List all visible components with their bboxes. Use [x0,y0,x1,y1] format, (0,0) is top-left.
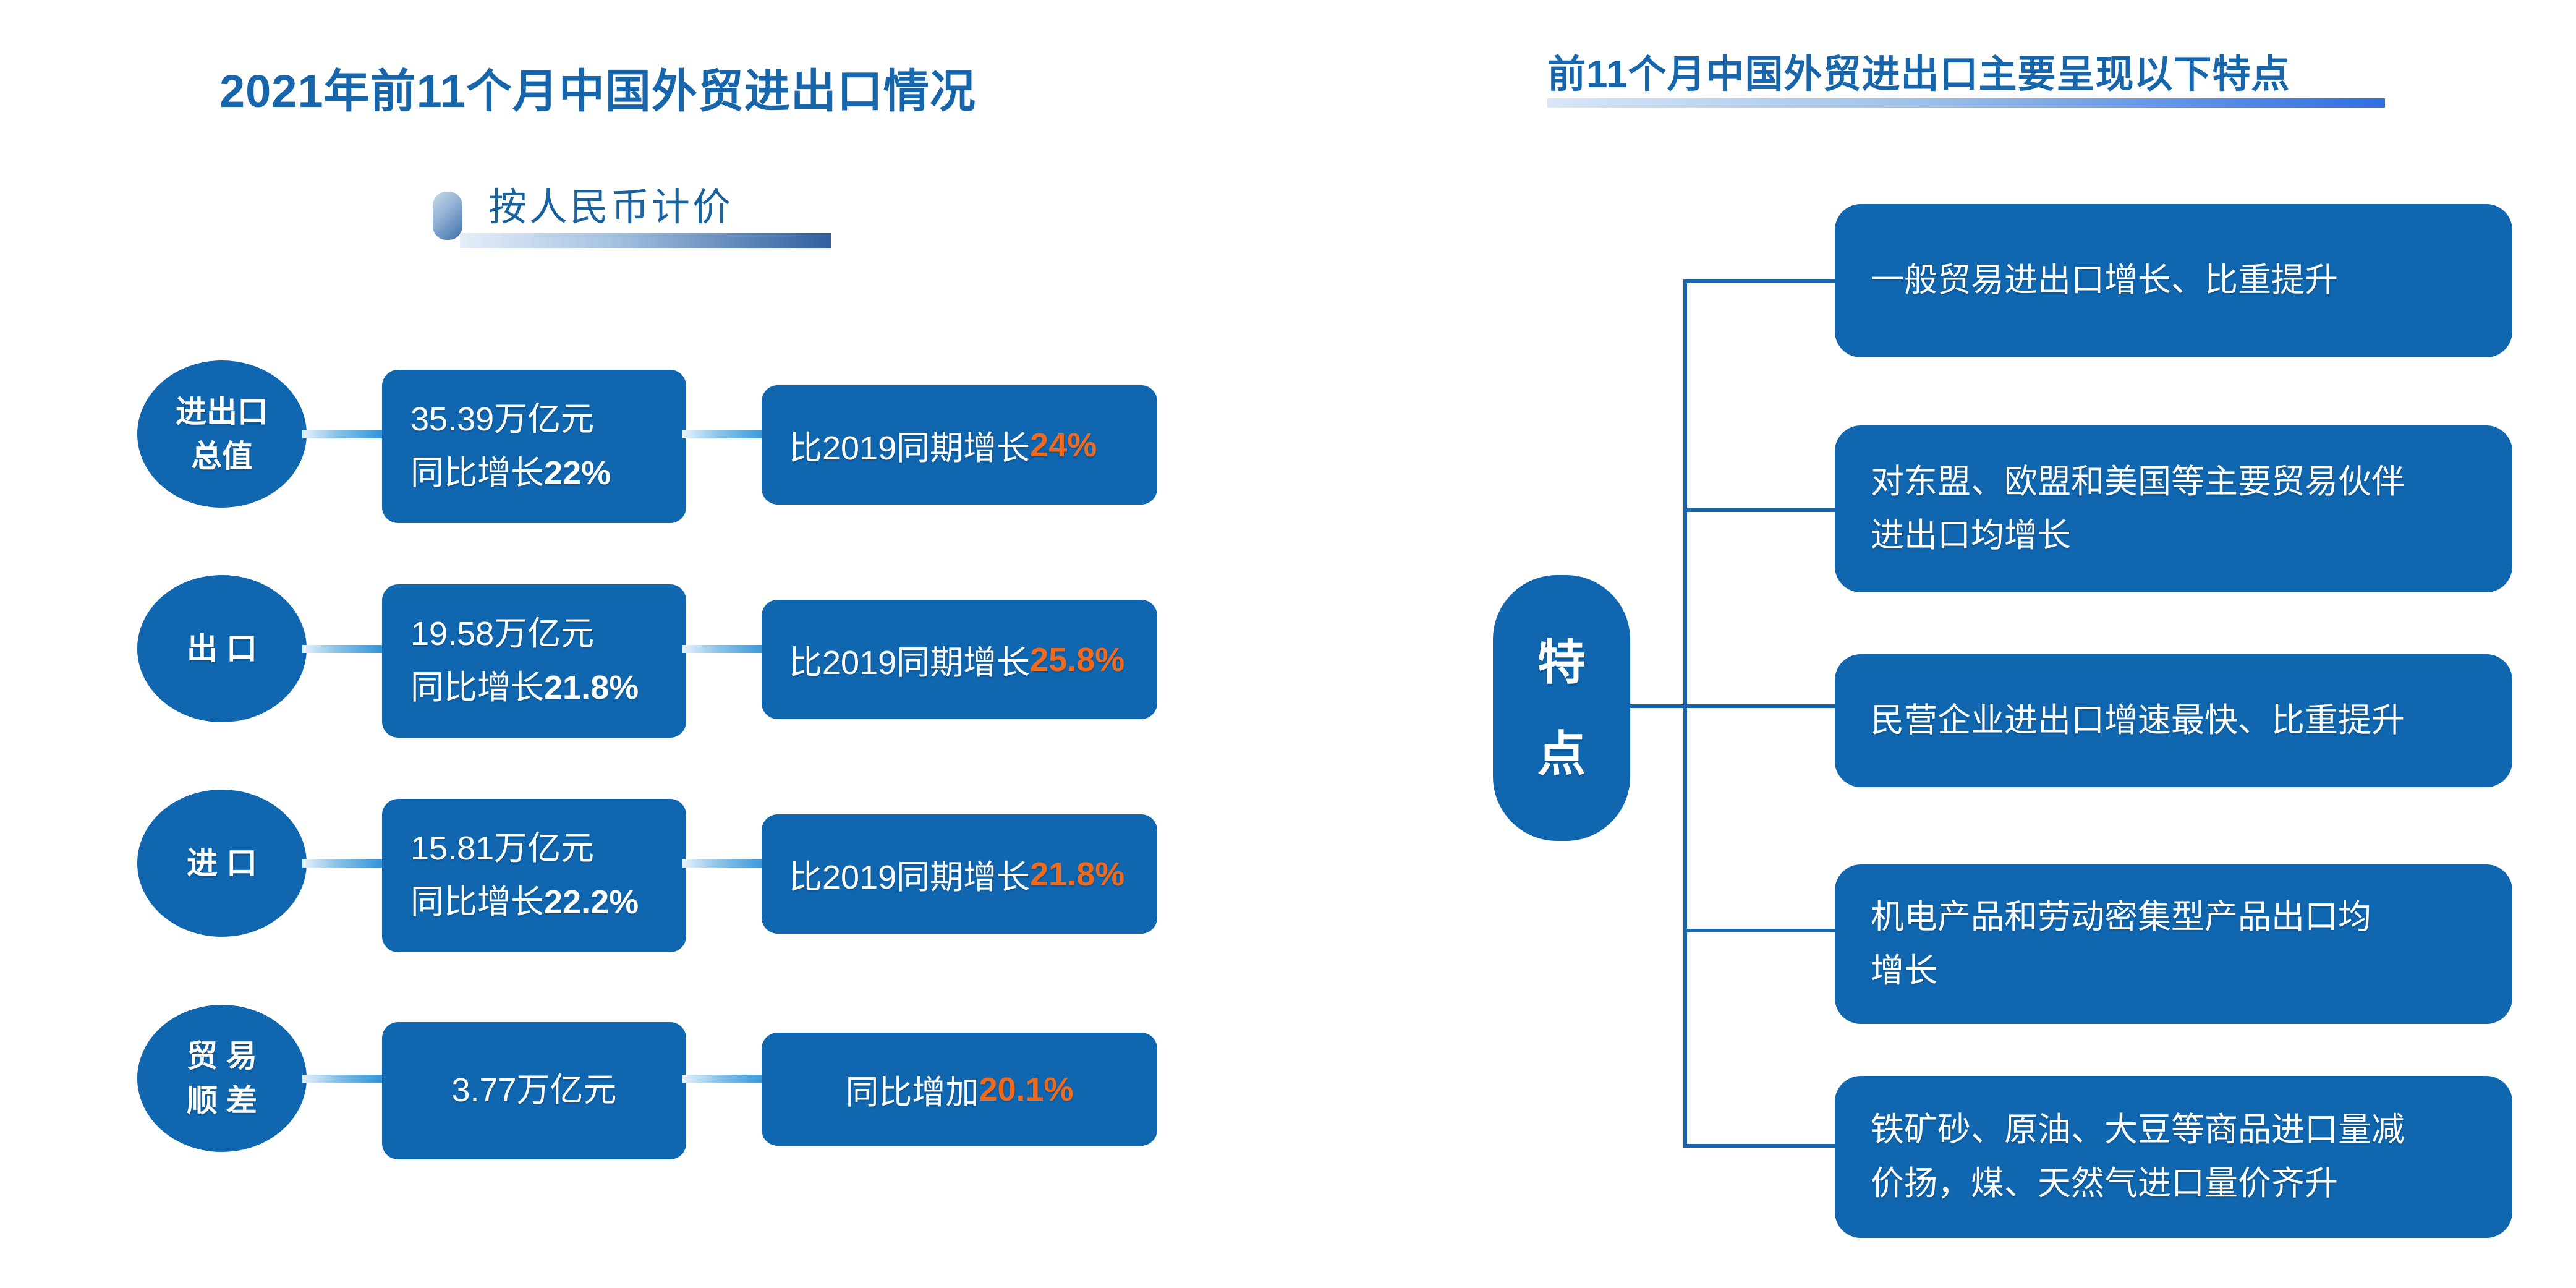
row-value-card: 19.58万亿元 同比增长21.8% [382,584,686,738]
row-connector-line [682,430,773,438]
feature-item: 机电产品和劳动密集型产品出口均 增长 [1835,864,2512,1024]
row-value-card: 15.81万亿元 同比增长22.2% [382,799,686,952]
row-growth-label: 同比增长 [410,454,544,492]
hub-label-line: 特 [1537,634,1586,689]
hub-label-line: 点 [1537,727,1586,781]
row-value-amount: 15.81万亿元 [410,829,595,867]
row-connector-line [302,430,386,438]
feature-item-line: 对东盟、欧盟和美国等主要贸易伙伴 [1871,463,2405,500]
feature-item-line: 进出口均增长 [1871,517,2071,554]
row-category-line: 进出口 [176,394,268,429]
feature-item: 民营企业进出口增速最快、比重提升 [1835,654,2512,787]
row-compare-label: 比2019同期增长 [789,859,1031,896]
feature-item-line: 铁矿砂、原油、大豆等商品进口量减 [1871,1111,2405,1148]
row-growth-label: 同比增长 [410,884,544,921]
row-compare-label: 比2019同期增长 [789,430,1031,467]
right-panel-title: 前11个月中国外贸进出口主要呈现以下特点 [1547,53,2290,96]
tree-branch-line [1683,929,1839,932]
row-compare-highlight: 20.1% [979,1070,1074,1108]
row-category-line: 出 口 [187,631,257,666]
row-category-line: 总值 [191,439,253,474]
row-connector-line [302,1075,386,1083]
feature-item: 铁矿砂、原油、大豆等商品进口量减 价扬，煤、天然气进口量价齐升 [1835,1076,2512,1238]
row-compare-highlight: 24% [1030,426,1097,464]
row-value-amount: 3.77万亿元 [451,1072,617,1109]
row-category-badge: 出 口 [137,575,307,722]
row-value-growth: 同比增长22.2% [410,876,658,929]
row-value-card: 3.77万亿元 [382,1022,686,1159]
tree-branch-line [1683,1144,1839,1148]
row-growth-number: 22% [544,454,611,492]
left-panel-subtitle: 按人民币计价 [488,186,734,229]
rounded-pill-badge-icon [433,192,462,240]
row-category-badge: 进 口 [137,790,307,937]
row-compare-label: 比2019同期增长 [789,644,1031,681]
row-growth-label: 同比增长 [410,669,544,706]
row-growth-number: 22.2% [544,884,639,921]
row-value-growth: 同比增长22% [410,446,658,500]
tree-branch-line [1683,279,1839,283]
row-value-amount: 19.58万亿元 [410,615,595,652]
row-compare-highlight: 25.8% [1030,641,1125,678]
feature-item-line: 一般贸易进出口增长、比重提升 [1871,262,2338,299]
tree-branch-line [1683,704,1839,708]
row-connector-line [302,645,386,653]
row-category-badge: 进出口 总值 [137,360,307,508]
row-connector-line [302,859,386,868]
right-title-underline-bar [1547,98,2385,108]
feature-item-line: 机电产品和劳动密集型产品出口均 [1871,898,2371,936]
tree-branch-line [1683,508,1839,512]
row-value-growth: 同比增长21.8% [410,661,658,715]
row-compare-label: 同比增加 [845,1074,979,1111]
feature-item-line: 民营企业进出口增速最快、比重提升 [1871,701,2405,739]
row-value-amount: 35.39万亿元 [410,400,595,438]
row-growth-number: 21.8% [544,669,639,706]
feature-item: 一般贸易进出口增长、比重提升 [1835,204,2512,357]
row-connector-line [682,1075,773,1083]
right-panel-title-group: 前11个月中国外贸进出口主要呈现以下特点 [1547,54,2385,108]
row-category-line: 进 口 [187,845,257,881]
hub-stem-line [1630,704,1686,708]
subtitle-underline-bar [460,233,831,249]
hub-node-features: 特 点 [1493,575,1630,841]
row-connector-line [682,859,773,868]
left-panel-subtitle-group: 按人民币计价 [433,186,831,249]
left-panel-title: 2021年前11个月中国外贸进出口情况 [219,66,976,117]
row-compare-highlight: 21.8% [1030,855,1125,893]
row-connector-line [682,645,773,653]
feature-item-line: 增长 [1871,952,1937,989]
row-value-card: 35.39万亿元 同比增长22% [382,370,686,523]
feature-item-line: 价扬，煤、天然气进口量价齐升 [1871,1165,2338,1202]
row-category-line: 顺 差 [187,1083,257,1118]
row-category-badge: 贸 易 顺 差 [137,1005,307,1152]
feature-item: 对东盟、欧盟和美国等主要贸易伙伴 进出口均增长 [1835,425,2512,592]
tree-trunk-line [1683,279,1687,1148]
row-category-line: 贸 易 [187,1038,257,1073]
